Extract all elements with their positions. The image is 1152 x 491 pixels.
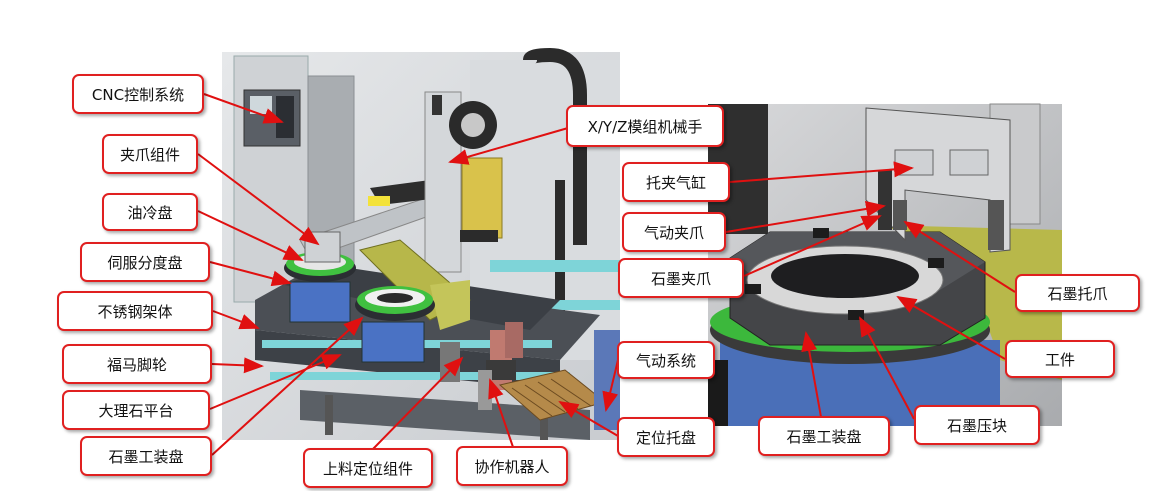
label-xyz-module-manipulator: X/Y/Z模组机械手: [566, 105, 724, 147]
label-graphite-fixture-plate-right: 石墨工装盘: [758, 416, 890, 456]
label-pneumatic-system: 气动系统: [617, 341, 715, 379]
label-pneumatic-gripper: 气动夹爪: [622, 212, 726, 252]
label-collaborative-robot: 协作机器人: [456, 446, 568, 486]
label-graphite-gripper: 石墨夹爪: [618, 258, 744, 298]
machine-overview-image: [222, 47, 620, 440]
leader-lines: [197, 93, 1016, 456]
label-graphite-support-claw: 石墨托爪: [1015, 274, 1140, 312]
label-gripper-assembly: 夹爪组件: [102, 134, 198, 174]
label-workpiece: 工件: [1005, 340, 1115, 378]
label-graphite-press-block: 石墨压块: [914, 405, 1040, 445]
closeup-detail-image: [708, 103, 1062, 426]
label-fuma-caster: 福马脚轮: [62, 344, 212, 384]
label-marble-platform: 大理石平台: [62, 390, 210, 430]
label-graphite-fixture-plate-left: 石墨工装盘: [80, 436, 212, 476]
label-servo-indexing-plate: 伺服分度盘: [80, 242, 210, 282]
label-loading-positioning-assembly: 上料定位组件: [303, 448, 433, 488]
label-clamp-cylinder: 托夹气缸: [622, 162, 730, 202]
label-stainless-steel-frame: 不锈钢架体: [57, 291, 213, 331]
label-oil-cooling-plate: 油冷盘: [102, 193, 198, 231]
label-positioning-tray: 定位托盘: [617, 417, 715, 457]
label-cnc-control-system: CNC控制系统: [72, 74, 204, 114]
